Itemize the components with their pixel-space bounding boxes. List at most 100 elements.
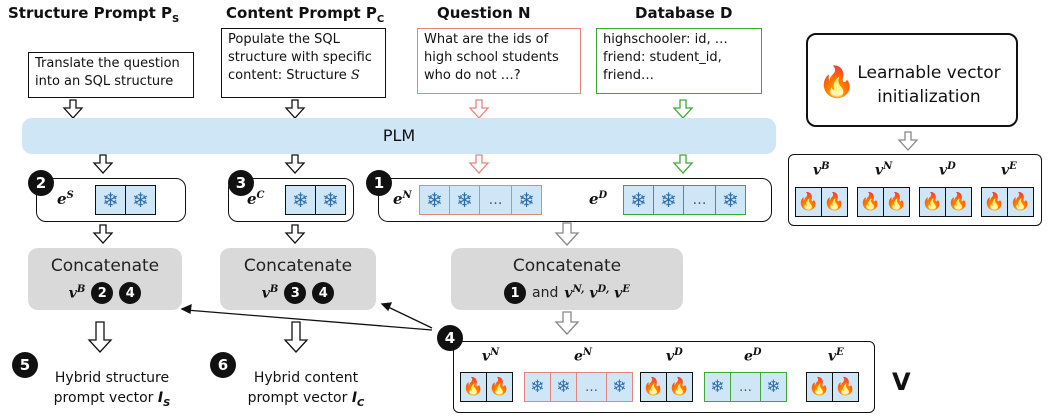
snowflake-icon: ❄ bbox=[550, 372, 577, 402]
fire-icon: 🔥 bbox=[806, 372, 833, 402]
fire-icon: 🔥 bbox=[945, 187, 972, 217]
content-prompt-line3-text: content: Structure bbox=[228, 68, 347, 83]
concat-mid-vB: vB bbox=[262, 284, 279, 302]
concat-mid-badge-4: 4 bbox=[312, 282, 335, 304]
vN-label: vN bbox=[875, 161, 892, 179]
concat-right-badge-1: 1 bbox=[504, 282, 527, 304]
eS-box: eS ❄ ❄ bbox=[36, 178, 186, 222]
snowflake-icon: ❄ bbox=[449, 185, 480, 215]
concat-right-supD: D, bbox=[597, 284, 610, 296]
snowflake-icon: ❄ bbox=[524, 372, 551, 402]
snowflake-icon: ❄ bbox=[511, 185, 542, 215]
concat-right-vE: v bbox=[609, 285, 623, 302]
content-prompt-var: S bbox=[350, 68, 360, 83]
concat-left-badge-4: 4 bbox=[119, 282, 142, 304]
down-arrow-structure bbox=[62, 99, 84, 119]
concat-right-vD: v bbox=[584, 285, 598, 302]
down-arrow-eN-concat bbox=[554, 222, 580, 246]
down-arrow-eC-concat bbox=[284, 224, 306, 244]
database-line1: highschooler: id, … bbox=[603, 32, 728, 47]
down-arrow-database bbox=[672, 99, 694, 119]
badge-4: 4 bbox=[437, 325, 463, 351]
fire-icon: 🔥 bbox=[821, 187, 848, 217]
V-vN-base: v bbox=[482, 348, 491, 365]
snowflake-icon: ❄ bbox=[285, 185, 316, 215]
eC-sup: C bbox=[256, 190, 265, 201]
eN-sup: N bbox=[402, 190, 412, 201]
V-eN-label: eN bbox=[574, 347, 592, 365]
content-prompt-line2: structure with specific bbox=[228, 50, 372, 65]
concat-left-vB: vB bbox=[69, 284, 86, 302]
eD-label: eD bbox=[589, 190, 607, 208]
header-content-text: Content Prompt P bbox=[226, 4, 377, 22]
snowflake-icon: ❄ bbox=[606, 372, 633, 402]
hybrid-structure-sub: S bbox=[163, 397, 171, 409]
down-arrow-plm-eD bbox=[672, 154, 694, 174]
pointer-badge4-to-left bbox=[180, 303, 433, 331]
down-arrow-concat-out-mid bbox=[283, 321, 309, 353]
eC-base: e bbox=[247, 190, 257, 208]
down-arrow-learnable bbox=[897, 131, 919, 151]
structure-prompt-line2: into an SQL structure bbox=[35, 74, 174, 89]
concat-right-vectors: vN, vD, vE bbox=[564, 284, 630, 302]
hybrid-content-line2: prompt vector IC bbox=[232, 388, 380, 414]
eN-ellipsis: … bbox=[479, 185, 512, 215]
question-line1: What are the ids of bbox=[424, 32, 549, 47]
vD-base: v bbox=[939, 162, 948, 179]
content-prompt-line3: content: Structure S bbox=[228, 67, 379, 85]
eD-ellipsis: … bbox=[683, 185, 716, 215]
eC-box: eC ❄ ❄ bbox=[228, 178, 354, 222]
learnable-init-box: 🔥 Learnable vector initialization bbox=[806, 33, 1018, 127]
vN-base: v bbox=[875, 162, 884, 179]
plm-bar: PLM bbox=[22, 118, 776, 154]
header-structure-prompt: Structure Prompt PS bbox=[8, 4, 179, 25]
V-vD-base: v bbox=[666, 348, 675, 365]
concat-mid: Concatenate vB 3 4 bbox=[220, 248, 376, 310]
down-arrow-plm-eC bbox=[284, 154, 306, 174]
concat-left-title: Concatenate bbox=[50, 256, 160, 276]
concat-right-row: 1 and vN, vD, vE bbox=[451, 282, 683, 304]
question-line2: high school students bbox=[424, 50, 559, 65]
vE-sup: E bbox=[1009, 161, 1017, 172]
vB-label: vB bbox=[813, 161, 830, 179]
header-content-sub: C bbox=[376, 14, 385, 25]
concat-right-supN: N, bbox=[572, 284, 585, 296]
concat-mid-title: Concatenate bbox=[243, 256, 353, 276]
V-vE-sup: E bbox=[836, 347, 844, 358]
eC-label: eC bbox=[247, 190, 265, 208]
down-arrow-plm-eS bbox=[92, 154, 114, 174]
database-line3: friend… bbox=[603, 68, 655, 83]
learnable-vectors-box: vB vN vD vE 🔥 🔥 🔥 🔥 🔥 🔥 🔥 🔥 bbox=[788, 154, 1042, 226]
concat-right-vN: v bbox=[564, 285, 573, 302]
database-line2: friend: student_id, bbox=[603, 50, 722, 65]
V-eN-base: e bbox=[574, 348, 583, 365]
learnable-line2: initialization bbox=[877, 87, 981, 107]
fire-icon: 🔥 bbox=[857, 187, 884, 217]
eN-base: e bbox=[393, 190, 403, 208]
learnable-init-text: Learnable vector initialization bbox=[844, 61, 1014, 109]
learnable-line1: Learnable vector bbox=[857, 63, 1001, 83]
hybrid-structure-line2-text: prompt vector bbox=[53, 390, 154, 406]
content-prompt-line1: Populate the SQL bbox=[228, 32, 340, 47]
header-question: Question N bbox=[437, 4, 531, 22]
fire-icon: 🔥 bbox=[640, 372, 667, 402]
badge-6: 6 bbox=[210, 352, 236, 378]
snowflake-icon: ❄ bbox=[315, 185, 346, 215]
snowflake-icon: ❄ bbox=[653, 185, 684, 215]
down-arrow-eS-concat bbox=[92, 224, 114, 244]
snowflake-icon: ❄ bbox=[623, 185, 654, 215]
fire-icon: 🔥 bbox=[981, 187, 1008, 217]
vB-base: v bbox=[813, 162, 822, 179]
snowflake-icon: ❄ bbox=[419, 185, 450, 215]
fire-icon: 🔥 bbox=[460, 372, 487, 402]
structure-prompt-line1: Translate the question bbox=[35, 56, 180, 71]
fire-icon: 🔥 bbox=[795, 187, 822, 217]
V-label: V bbox=[892, 368, 911, 396]
V-eD-sup: D bbox=[752, 347, 762, 358]
header-structure-text: Structure Prompt P bbox=[8, 4, 173, 22]
snowflake-icon: ❄ bbox=[760, 372, 787, 402]
badge-2: 2 bbox=[28, 170, 54, 196]
concat-right-title: Concatenate bbox=[512, 256, 622, 276]
